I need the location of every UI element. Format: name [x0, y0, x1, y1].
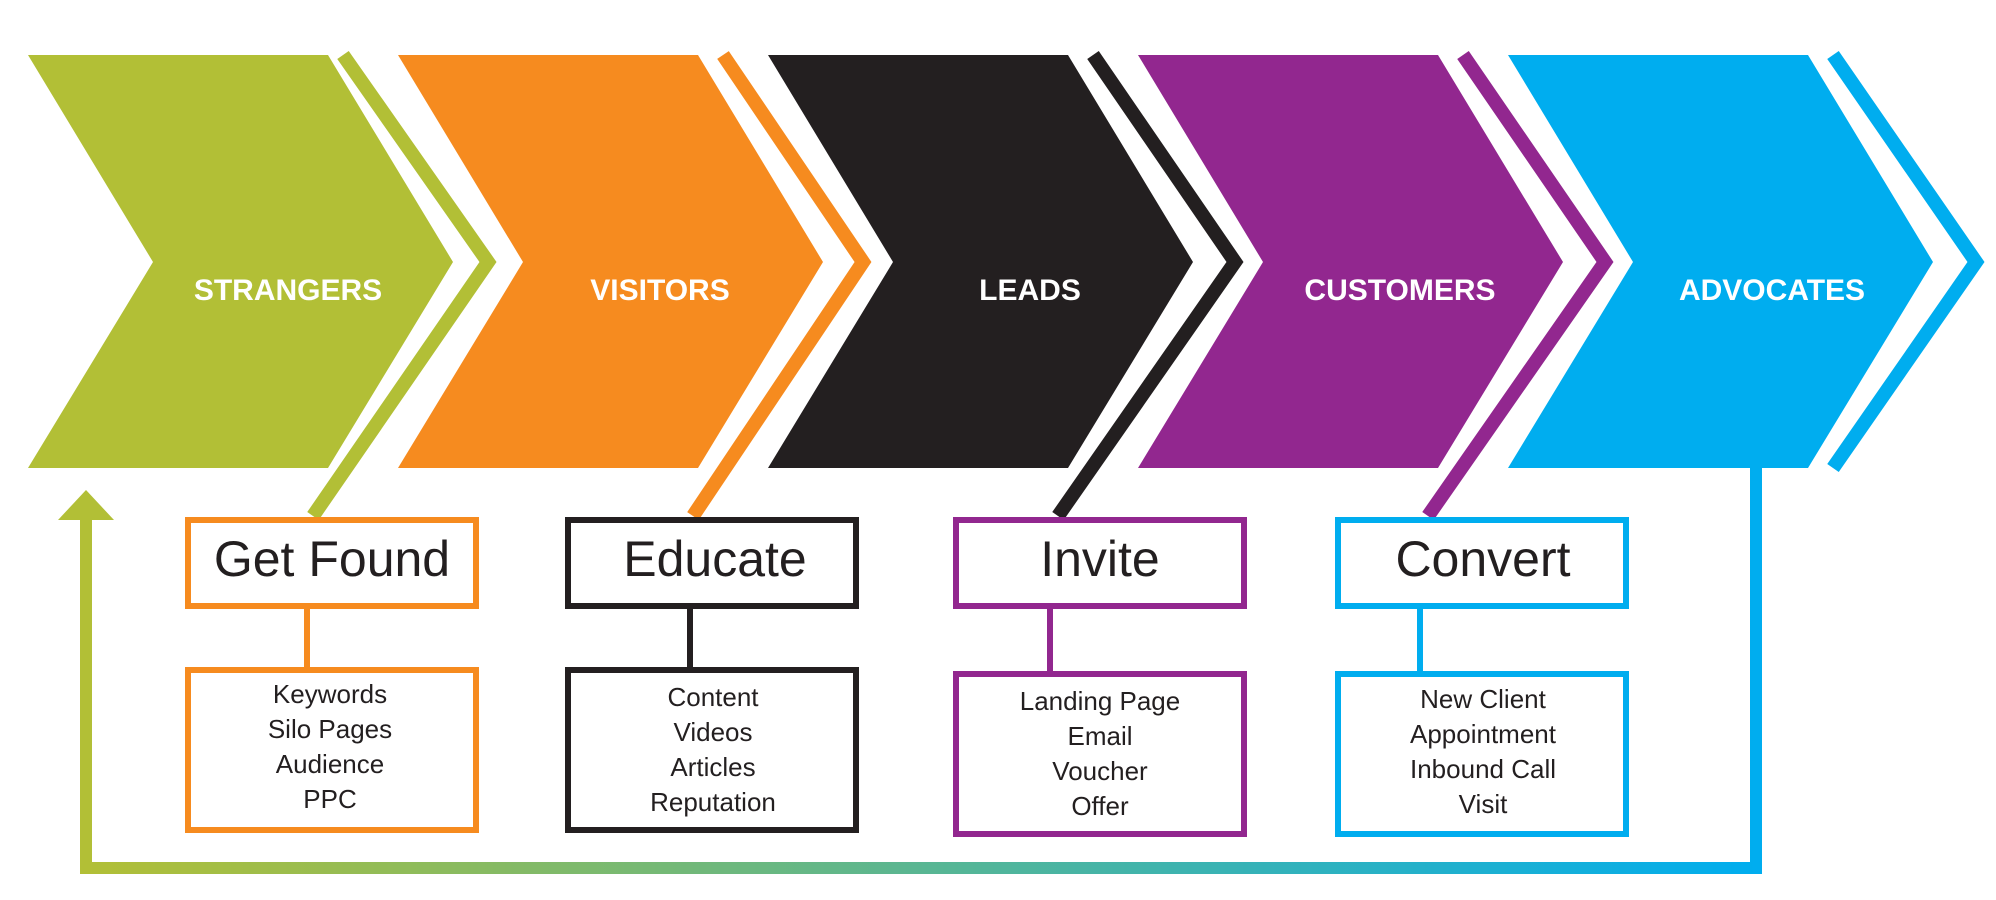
- advocates-label: ADVOCATES: [1679, 274, 1865, 307]
- educate-title: Educate: [623, 531, 806, 587]
- convert-item: New Client: [1420, 684, 1546, 714]
- leads-label: LEADS: [979, 274, 1081, 307]
- stage-strangers: STRANGERS: [28, 50, 497, 520]
- invite-item: Email: [1067, 721, 1132, 751]
- get-found-title: Get Found: [214, 531, 450, 587]
- strangers-chevron: [28, 55, 453, 468]
- customers-chevron: [1138, 55, 1563, 468]
- invite-title-box: [953, 517, 1247, 609]
- customers-label: CUSTOMERS: [1304, 274, 1495, 307]
- action-convert: Convert New Client Appointment Inbound C…: [1335, 517, 1629, 837]
- advocates-chevron-outline: [1827, 51, 1985, 472]
- convert-item: Visit: [1459, 789, 1508, 819]
- stage-customers: CUSTOMERS: [1138, 51, 1614, 521]
- convert-item: Appointment: [1410, 719, 1557, 749]
- educate-item: Reputation: [650, 787, 776, 817]
- get-found-item: PPC: [303, 784, 356, 814]
- educate-item: Articles: [670, 752, 755, 782]
- leads-chevron-outline: [1052, 51, 1244, 521]
- advocates-chevron: [1508, 55, 1933, 468]
- action-educate: Educate Content Videos Articles Reputati…: [565, 517, 859, 833]
- feedback-loop: [58, 462, 1762, 874]
- feedback-loop-line: [80, 462, 1762, 874]
- invite-item: Voucher: [1052, 756, 1148, 786]
- convert-title-box: [1335, 517, 1629, 609]
- action-get-found: Get Found Keywords Silo Pages Audience P…: [185, 517, 479, 833]
- invite-item: Offer: [1071, 791, 1129, 821]
- stage-advocates: ADVOCATES: [1508, 51, 1985, 472]
- educate-item: Videos: [673, 717, 752, 747]
- educate-items-box: [565, 667, 859, 833]
- get-found-item: Silo Pages: [268, 714, 392, 744]
- feedback-loop-arrowhead: [58, 490, 114, 520]
- invite-items-box: [953, 671, 1247, 837]
- visitors-chevron-outline: [687, 51, 872, 520]
- get-found-item: Keywords: [273, 679, 387, 709]
- action-invite: Invite Landing Page Email Voucher Offer: [953, 517, 1247, 837]
- leads-chevron: [768, 55, 1193, 468]
- invite-title: Invite: [1040, 531, 1160, 587]
- stage-chevrons: STRANGERS VISITORS LEADS CUSTOMERS ADVOC…: [28, 50, 1985, 521]
- educate-title-box: [565, 517, 859, 609]
- convert-item: Inbound Call: [1410, 754, 1556, 784]
- get-found-items-box: [185, 667, 479, 833]
- customers-chevron-outline: [1422, 51, 1614, 521]
- stage-leads: LEADS: [768, 51, 1244, 521]
- get-found-title-box: [185, 517, 479, 609]
- educate-item: Content: [667, 682, 759, 712]
- convert-title: Convert: [1395, 531, 1570, 587]
- stage-visitors: VISITORS: [398, 51, 872, 520]
- get-found-item: Audience: [276, 749, 384, 779]
- invite-item: Landing Page: [1020, 686, 1180, 716]
- visitors-chevron: [398, 55, 823, 468]
- strangers-label: STRANGERS: [194, 274, 382, 307]
- strangers-chevron-outline: [307, 50, 497, 520]
- convert-items-box: [1335, 671, 1629, 837]
- visitors-label: VISITORS: [590, 274, 729, 307]
